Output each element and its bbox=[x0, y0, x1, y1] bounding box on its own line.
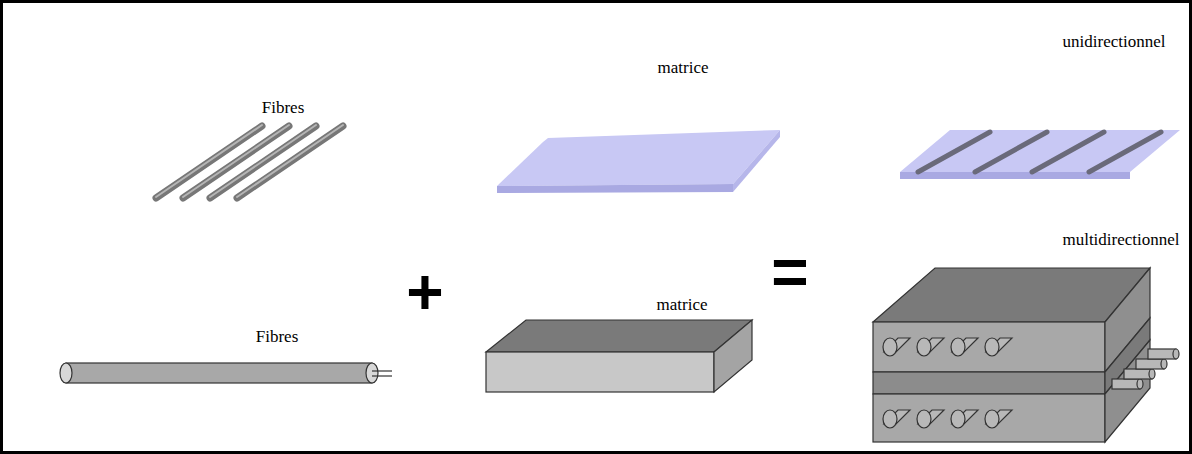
fibre-rods bbox=[156, 125, 343, 198]
matrix-block bbox=[486, 320, 752, 392]
component-label: matrice bbox=[658, 59, 709, 78]
component-label: matrice bbox=[657, 296, 708, 315]
component-label: Fibres bbox=[256, 328, 299, 347]
equals-sign: = bbox=[771, 240, 808, 304]
fibre-cylinder bbox=[60, 363, 392, 383]
component-label: Fibres bbox=[262, 99, 305, 118]
plus-sign: + bbox=[406, 260, 443, 324]
result-label: multidirectionnel bbox=[1062, 231, 1179, 250]
multidirectional-stack bbox=[873, 268, 1179, 442]
unidirectional-plate bbox=[900, 130, 1180, 179]
result-label: unidirectionnel bbox=[1063, 33, 1166, 52]
matrix-plate bbox=[497, 130, 780, 193]
